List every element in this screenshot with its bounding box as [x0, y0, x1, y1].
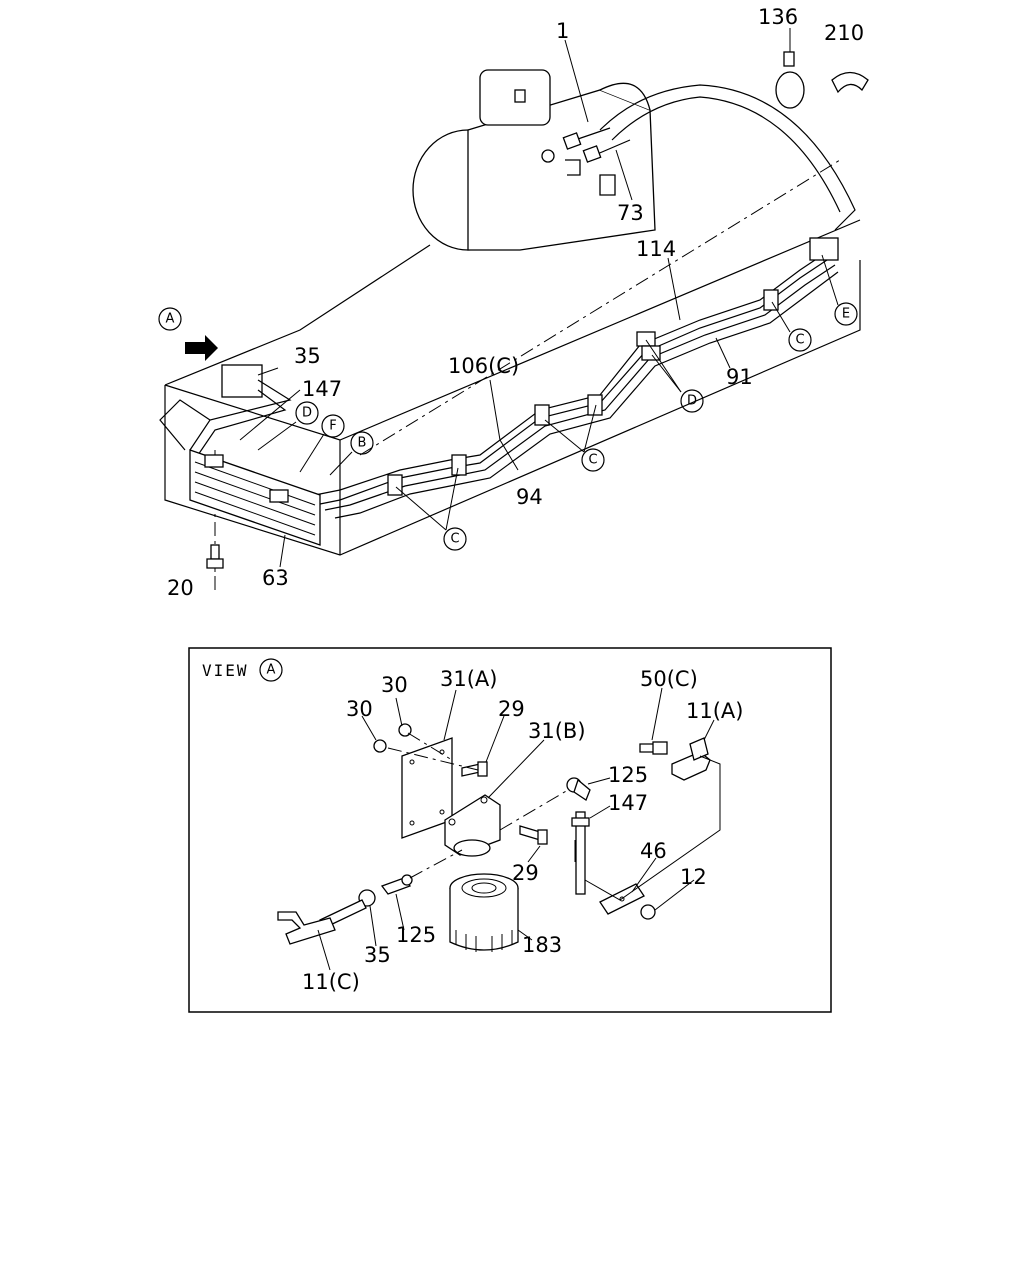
return-hose — [599, 84, 856, 231]
circled-reference-labels: A D F B C C C D E — [158, 302, 858, 551]
view-dashed-guides — [387, 732, 721, 901]
view-parts — [277, 723, 711, 952]
view-label-29-top: 29 — [498, 697, 525, 721]
part-label-106c: 106(C) — [448, 354, 519, 378]
part-label-1: 1 — [556, 19, 569, 43]
view-leader-lines — [317, 687, 715, 971]
part-label-114: 114 — [636, 237, 676, 261]
view-label-50c: 50(C) — [640, 667, 698, 691]
view-label-147: 147 — [608, 791, 648, 815]
view-label-11c: 11(C) — [302, 970, 360, 994]
part-label-94: 94 — [516, 485, 543, 509]
view-label-183: 183 — [522, 933, 562, 957]
view-label-125-top: 125 — [608, 763, 648, 787]
view-label-31a: 31(A) — [440, 667, 497, 691]
pipe-clips — [387, 237, 839, 496]
view-title-circle — [259, 658, 283, 682]
circle-label-c-3: C — [795, 333, 804, 348]
filter-bracket-35 — [159, 364, 292, 456]
fuel-cooler-63 — [189, 449, 321, 546]
circle-label-f: F — [329, 419, 336, 434]
view-a-arrow — [185, 335, 218, 361]
part-label-73: 73 — [617, 201, 644, 225]
part-label-147: 147 — [302, 377, 342, 401]
view-label-46: 46 — [640, 839, 667, 863]
view-label-30-top: 30 — [381, 673, 408, 697]
upper-part-labels: 1 136 210 73 114 106(C) 91 35 147 94 20 … — [167, 5, 864, 600]
view-label-31b: 31(B) — [528, 719, 586, 743]
fitting-73 — [582, 139, 631, 163]
view-label-29-bottom: 29 — [512, 861, 539, 885]
circle-label-c-1: C — [450, 532, 459, 547]
view-a-box — [188, 647, 832, 1013]
hose-clamp-136 — [775, 51, 805, 109]
part-label-35: 35 — [294, 344, 321, 368]
circle-label-d-left: D — [302, 406, 312, 421]
view-title-circle-label: A — [267, 663, 276, 678]
part-label-91: 91 — [726, 365, 753, 389]
part-label-63: 63 — [262, 566, 289, 590]
leader-lines — [214, 28, 839, 572]
fitting-1 — [562, 127, 611, 150]
view-part-labels: 30 31(A) 30 29 31(B) 50(C) 11(A) 125 147… — [302, 667, 743, 994]
circle-label-d-right: D — [687, 394, 697, 409]
circle-label-e: E — [842, 307, 850, 322]
view-label-125-bottom: 125 — [396, 923, 436, 947]
circle-label-c-2: C — [588, 453, 597, 468]
part-label-20: 20 — [167, 576, 194, 600]
circle-label-b: B — [358, 436, 367, 451]
hose-sleeve-210 — [831, 71, 869, 94]
part-label-136: 136 — [758, 5, 798, 29]
view-label-30-left: 30 — [346, 697, 373, 721]
view-title: VIEW — [202, 661, 249, 680]
part-label-210: 210 — [824, 21, 864, 45]
view-label-11a: 11(A) — [686, 699, 743, 723]
view-label-12: 12 — [680, 865, 707, 889]
engine-block — [412, 69, 656, 251]
bolt-20 — [206, 544, 224, 569]
circle-label-a: A — [166, 312, 175, 327]
view-label-35: 35 — [364, 943, 391, 967]
